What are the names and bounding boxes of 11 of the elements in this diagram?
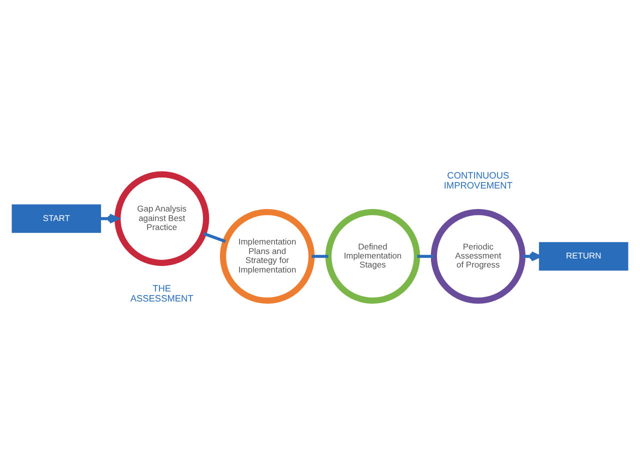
connector xyxy=(417,254,434,258)
node-circle: Periodic Assessment of Progress xyxy=(430,208,526,304)
label: CONTINUOUS IMPROVEMENT xyxy=(444,170,512,190)
node-box: START xyxy=(12,204,102,232)
connector xyxy=(203,232,226,242)
node-circle: Defined Implementation Stages xyxy=(325,208,420,304)
node-circle: Gap Analysis against Best Practice xyxy=(114,170,210,266)
connector xyxy=(312,254,328,258)
node-circle: Implementation Plans and Strategy for Implementation xyxy=(220,208,315,304)
node-box: RETURN xyxy=(538,242,628,270)
label: THE ASSESSMENT xyxy=(130,282,194,303)
